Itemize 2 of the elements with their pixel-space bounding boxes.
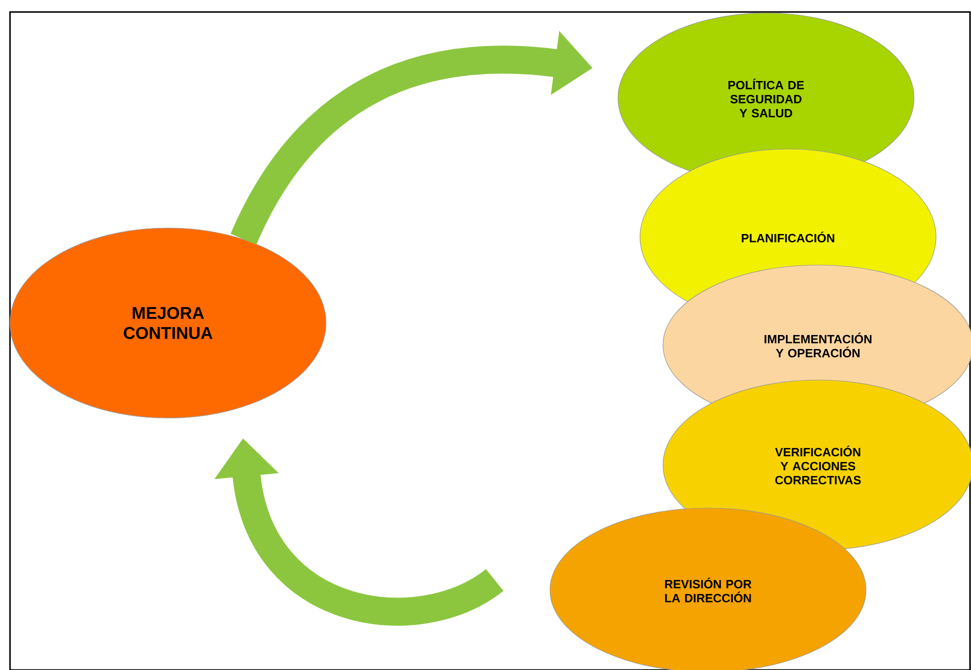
ellipse-node: REVISIÓN POR LA DIRECCIÓN xyxy=(550,508,866,670)
ellipse-node: MEJORA CONTINUA xyxy=(10,228,326,418)
